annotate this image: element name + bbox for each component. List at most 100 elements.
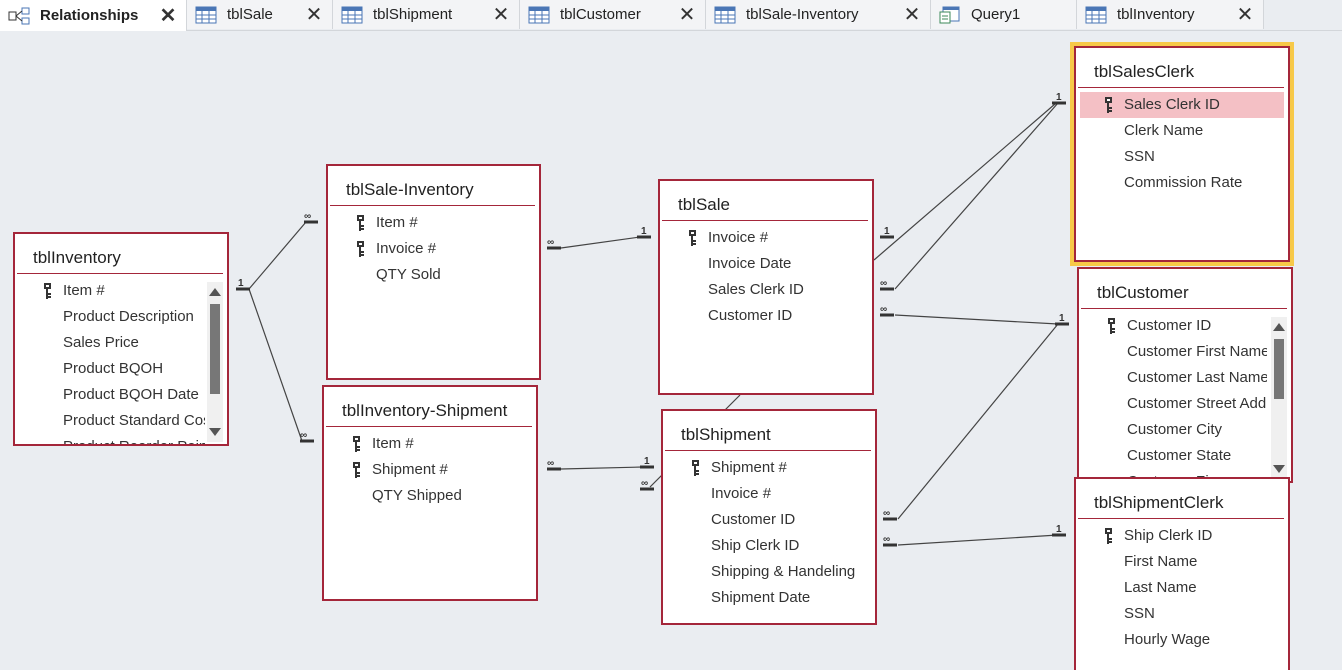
field-item[interactable]: Last Name: [1076, 575, 1288, 601]
field-item[interactable]: Customer First Name: [1079, 339, 1267, 365]
relationship-line[interactable]: [894, 314, 1059, 325]
key-icon: [44, 283, 51, 299]
scroll-up-icon[interactable]: [209, 288, 221, 296]
field-item[interactable]: Shipping & Handeling: [663, 559, 875, 585]
tab-tblsale[interactable]: tblSale ✕: [187, 0, 333, 29]
table-title[interactable]: tblCustomer: [1081, 269, 1287, 309]
many-label: ∞: [304, 211, 311, 222]
key-icon: [353, 436, 360, 452]
field-item[interactable]: Product BQOH: [15, 356, 205, 382]
field-item[interactable]: Item #: [15, 278, 205, 304]
field-item[interactable]: Customer ID: [1079, 313, 1267, 339]
scroll-down-icon[interactable]: [1273, 465, 1285, 473]
close-icon[interactable]: ✕: [903, 3, 921, 26]
tab-label: Query1: [971, 6, 1021, 23]
table-title[interactable]: tblSale-Inventory: [330, 166, 535, 206]
close-icon[interactable]: ✕: [305, 3, 323, 26]
relationship-line[interactable]: [873, 103, 1056, 261]
field-item[interactable]: Sales Price: [15, 330, 205, 356]
field-item[interactable]: Shipment Date: [663, 585, 875, 611]
table-tblshipmentclerk[interactable]: tblShipmentClerk Ship Clerk ID First Nam…: [1074, 477, 1290, 670]
one-label: 1: [1056, 524, 1062, 535]
close-icon[interactable]: ✕: [678, 3, 696, 26]
field-item[interactable]: Customer Street Address: [1079, 391, 1267, 417]
table-tblinventory[interactable]: tblInventory Item # Product Description …: [13, 232, 229, 446]
field-label: Shipment #: [711, 459, 787, 476]
table-title[interactable]: tblSale: [662, 181, 868, 221]
field-item[interactable]: Invoice #: [328, 236, 539, 262]
field-item[interactable]: Invoice #: [660, 225, 872, 251]
relationship-line[interactable]: [724, 394, 741, 411]
field-item[interactable]: Customer ID: [663, 507, 875, 533]
relationship-line[interactable]: [248, 288, 303, 442]
relationship-line[interactable]: [897, 534, 1059, 546]
field-item[interactable]: SSN: [1076, 144, 1288, 170]
table-title[interactable]: tblInventory: [17, 234, 223, 274]
relationship-line[interactable]: [560, 236, 641, 249]
table-title[interactable]: tblShipment: [665, 411, 871, 451]
tab-relationships[interactable]: Relationships ✕: [0, 0, 187, 31]
field-item[interactable]: Hourly Wage: [1076, 627, 1288, 653]
field-item[interactable]: Item #: [324, 431, 536, 457]
field-item[interactable]: QTY Shipped: [324, 483, 536, 509]
field-item[interactable]: Product Reorder Point: [15, 434, 205, 444]
close-icon[interactable]: ✕: [159, 4, 177, 27]
field-label: Shipment Date: [711, 589, 811, 606]
field-item[interactable]: Customer City: [1079, 417, 1267, 443]
field-item[interactable]: Commission Rate: [1076, 170, 1288, 196]
table-tblsalesclerk[interactable]: tblSalesClerk Sales Clerk ID Clerk Name …: [1070, 42, 1294, 266]
field-item-selected[interactable]: Sales Clerk ID: [1080, 92, 1284, 118]
table-tblshipment[interactable]: tblShipment Shipment # Invoice # Custome…: [661, 409, 877, 625]
relationship-line[interactable]: [649, 474, 663, 488]
close-icon[interactable]: ✕: [492, 3, 510, 26]
relationship-line[interactable]: [248, 221, 307, 290]
field-item[interactable]: Customer Last Name: [1079, 365, 1267, 391]
table-tblcustomer[interactable]: tblCustomer Customer ID Customer First N…: [1077, 267, 1293, 483]
field-item[interactable]: Invoice Date: [660, 251, 872, 277]
tab-tblcustomer[interactable]: tblCustomer ✕: [520, 0, 706, 29]
table-title[interactable]: tblInventory-Shipment: [326, 387, 532, 427]
table-title[interactable]: tblSalesClerk: [1078, 48, 1284, 88]
field-item[interactable]: First Name: [1076, 549, 1288, 575]
scrollbar[interactable]: [207, 282, 223, 442]
tab-tblshipment[interactable]: tblShipment ✕: [333, 0, 520, 29]
field-item[interactable]: Clerk Name: [1076, 118, 1288, 144]
tab-tblinventory[interactable]: tblInventory ✕: [1077, 0, 1264, 29]
close-icon[interactable]: ✕: [1236, 3, 1254, 26]
field-item[interactable]: Customer ID: [660, 303, 872, 329]
scroll-thumb[interactable]: [210, 304, 220, 394]
scroll-thumb[interactable]: [1274, 339, 1284, 399]
field-item[interactable]: SSN: [1076, 601, 1288, 627]
one-label: 1: [1056, 92, 1062, 103]
table-title[interactable]: tblShipmentClerk: [1078, 479, 1284, 519]
relationship-line[interactable]: [894, 102, 1059, 290]
table-tblinventory-shipment[interactable]: tblInventory-Shipment Item # Shipment # …: [322, 385, 538, 601]
field-item[interactable]: Item #: [328, 210, 539, 236]
field-item[interactable]: Invoice #: [663, 481, 875, 507]
field-item[interactable]: Shipment #: [663, 455, 875, 481]
relationship-line[interactable]: [897, 323, 1059, 520]
field-item[interactable]: Ship Clerk ID: [663, 533, 875, 559]
key-icon: [353, 462, 360, 478]
table-icon: [714, 6, 736, 23]
field-item[interactable]: Product BQOH Date: [15, 382, 205, 408]
field-item[interactable]: QTY Sold: [328, 262, 539, 288]
field-item[interactable]: Product Standard Cost: [15, 408, 205, 434]
field-item[interactable]: Sales Clerk ID: [660, 277, 872, 303]
scroll-up-icon[interactable]: [1273, 323, 1285, 331]
field-label: Item #: [63, 282, 105, 299]
field-label: Customer City: [1127, 421, 1223, 438]
field-item[interactable]: Ship Clerk ID: [1076, 523, 1288, 549]
relationship-line[interactable]: [560, 466, 644, 470]
field-item[interactable]: Customer State: [1079, 443, 1267, 469]
field-item[interactable]: Product Description: [15, 304, 205, 330]
scroll-down-icon[interactable]: [209, 428, 221, 436]
tab-query1[interactable]: Query1: [931, 0, 1077, 29]
scrollbar[interactable]: [1271, 317, 1287, 479]
many-label: ∞: [883, 508, 890, 519]
table-tblsale-inventory[interactable]: tblSale-Inventory Item # Invoice # QTY S…: [326, 164, 541, 380]
tab-tblsale-inventory[interactable]: tblSale-Inventory ✕: [706, 0, 931, 29]
field-item[interactable]: Shipment #: [324, 457, 536, 483]
table-tblsale[interactable]: tblSale Invoice # Invoice Date Sales Cle…: [658, 179, 874, 395]
